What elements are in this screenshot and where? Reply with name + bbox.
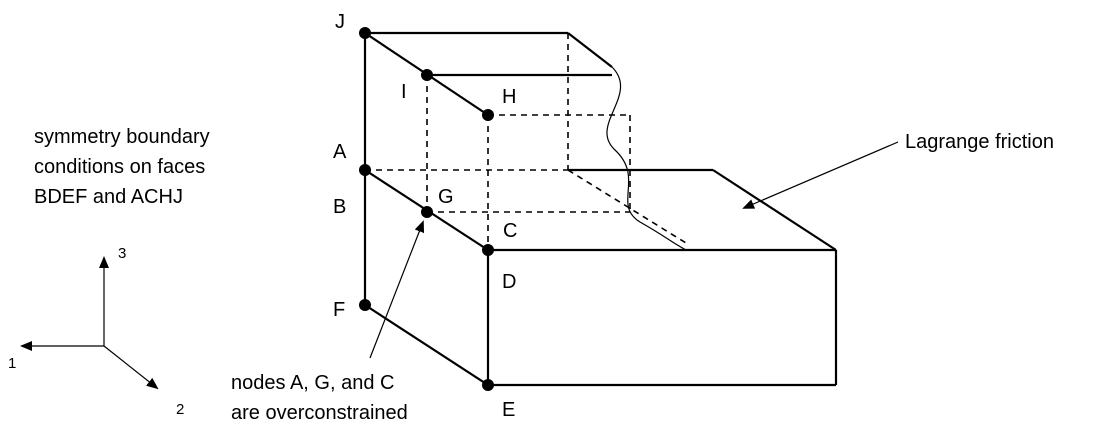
- overconstrained-line-1: nodes A, G, and C: [231, 372, 394, 394]
- symmetry-note: symmetry boundary conditions on faces BD…: [34, 126, 210, 208]
- friction-label: Lagrange friction: [905, 131, 1054, 153]
- label-G: G: [438, 186, 454, 208]
- node-labels: J I H A G B C D F E: [333, 11, 517, 421]
- node-points: [359, 27, 494, 391]
- hidden-edges: [365, 33, 687, 250]
- label-F: F: [333, 299, 345, 321]
- break-line: [606, 66, 687, 251]
- axis-3-label: 3: [118, 245, 126, 262]
- label-I: I: [401, 81, 407, 103]
- node-H: [482, 109, 494, 121]
- label-J: J: [335, 11, 345, 33]
- label-A: A: [333, 141, 347, 163]
- node-G: [421, 206, 433, 218]
- axis-2-label: 2: [176, 401, 184, 418]
- axis-1-label: 1: [8, 355, 16, 372]
- node-E: [482, 379, 494, 391]
- label-E: E: [502, 399, 515, 421]
- overconstrained-line-2: are overconstrained: [231, 402, 408, 424]
- node-A: [359, 164, 371, 176]
- friction-callout: Lagrange friction: [742, 131, 1054, 209]
- friction-arrow: [742, 141, 899, 209]
- symmetry-line-2: conditions on faces: [34, 156, 205, 178]
- label-H: H: [502, 86, 516, 108]
- base-block: [486, 168, 838, 387]
- coordinate-axes: 3 1 2: [8, 245, 184, 418]
- overconstrained-arrow: [369, 220, 425, 359]
- label-D: D: [502, 271, 516, 293]
- label-C: C: [503, 220, 517, 242]
- overconstrained-callout: nodes A, G, and C are overconstrained: [231, 220, 425, 424]
- node-I: [421, 69, 433, 81]
- symmetry-line-3: BDEF and ACHJ: [34, 186, 183, 208]
- node-F: [359, 299, 371, 311]
- symmetry-line-1: symmetry boundary: [34, 126, 210, 148]
- node-J: [359, 27, 371, 39]
- axis-2-arrow: [103, 345, 159, 390]
- label-B: B: [333, 196, 346, 218]
- node-C: [482, 244, 494, 256]
